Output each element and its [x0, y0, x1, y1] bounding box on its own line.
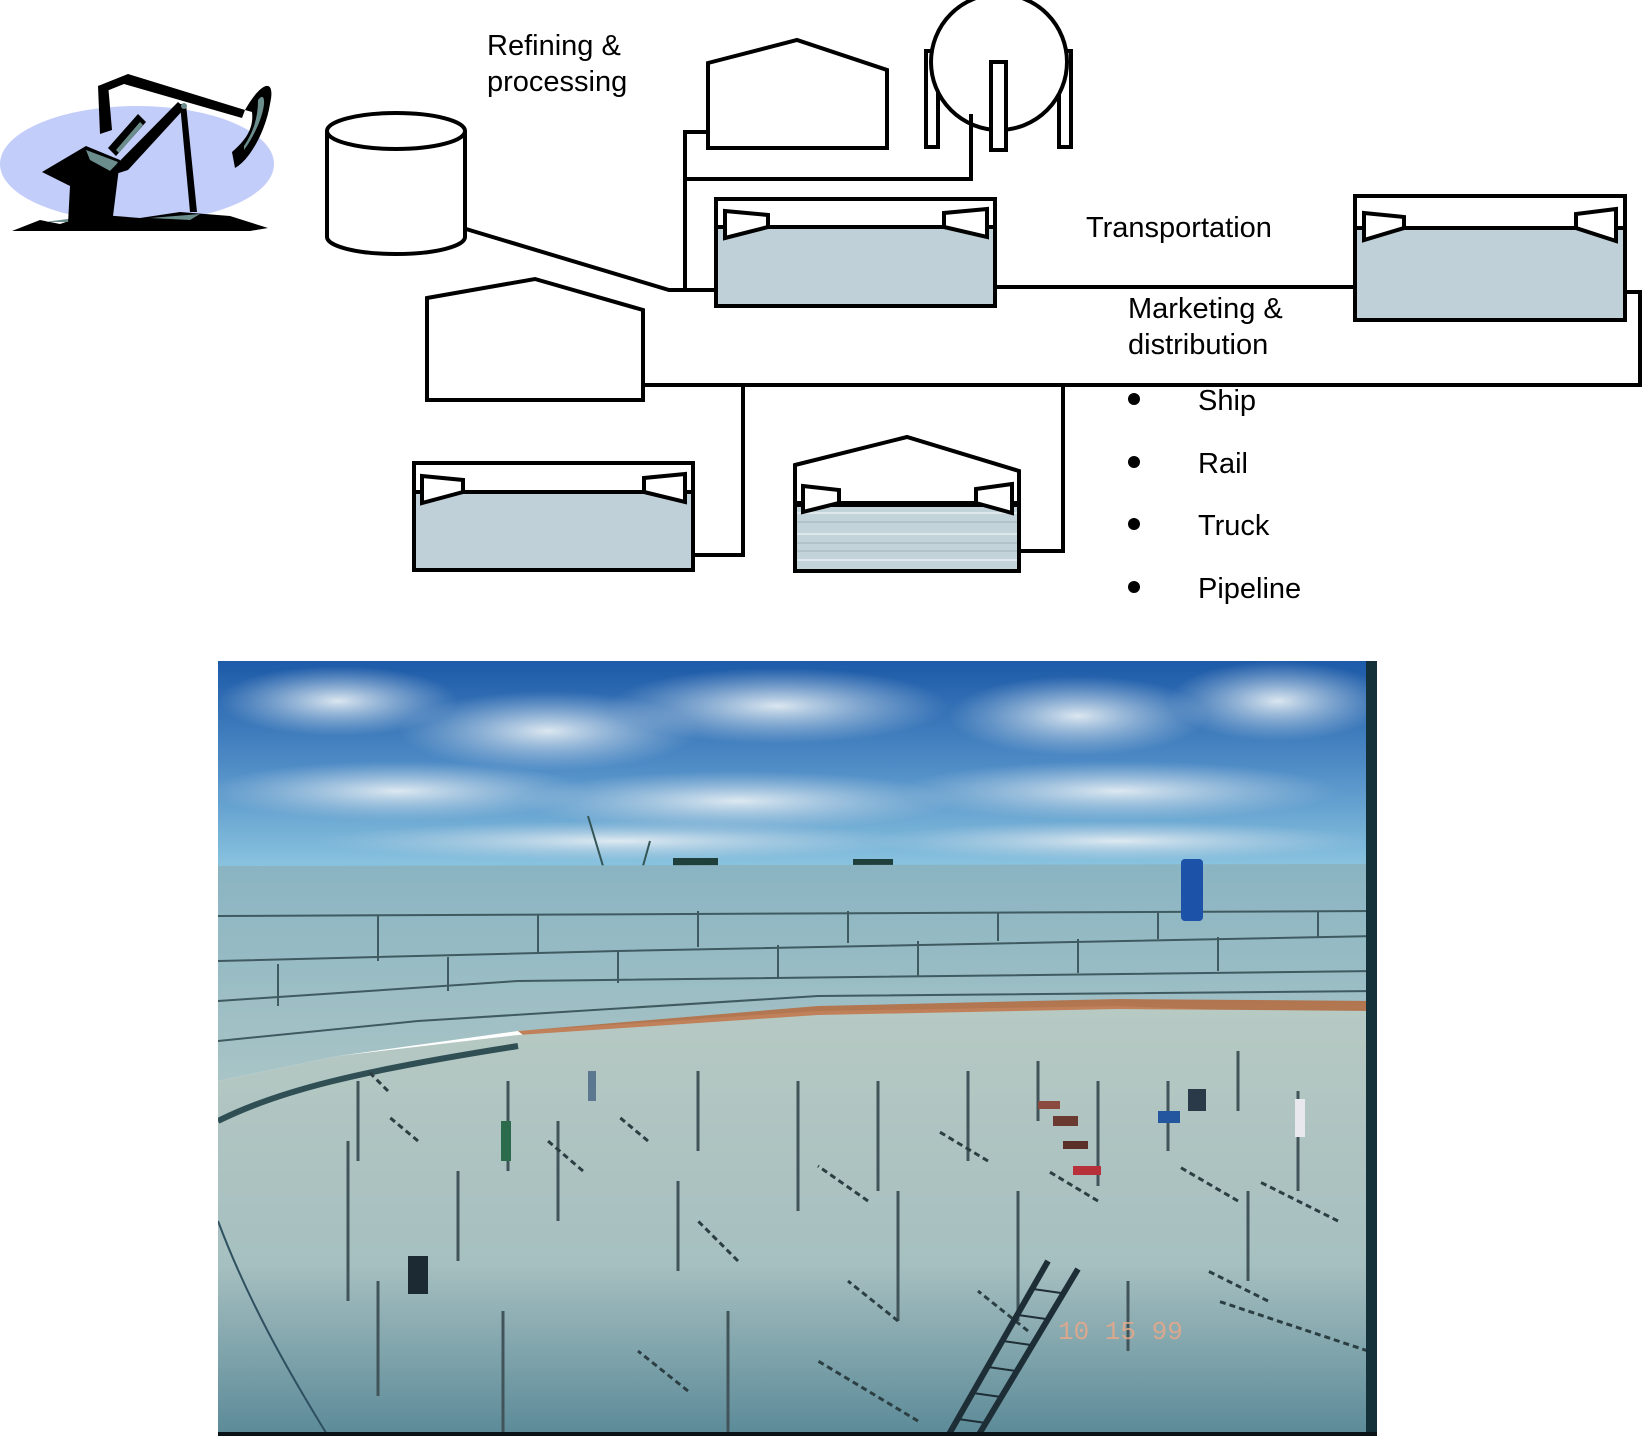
ladder	[945, 1259, 1081, 1436]
worker	[501, 1121, 511, 1161]
bullet-icon	[1128, 518, 1140, 530]
warehouse-building-icon	[706, 37, 889, 150]
cylinder-tank-icon	[325, 111, 467, 256]
wall-seams	[218, 910, 1377, 1042]
marketing-label-line1: Marketing &	[1128, 293, 1283, 325]
column-shadows	[366, 1069, 1369, 1423]
floating-roof-tank-icon	[714, 197, 997, 308]
oil-pump-jack-icon	[0, 74, 274, 231]
floating-roof-tank-icon	[1353, 194, 1627, 322]
bullet-icon	[1128, 455, 1140, 468]
bullet-icon	[1128, 393, 1140, 405]
covered-floating-roof-tank-icon	[793, 434, 1021, 573]
refining-label-line1: Refining &	[487, 30, 621, 62]
floating-roof-tank-icon	[412, 461, 695, 572]
spherical-tank-icon	[924, 0, 1073, 152]
transportation-label: Transportation	[1086, 212, 1272, 244]
equipment	[408, 1256, 428, 1294]
refining-label-line2: processing	[487, 66, 628, 98]
bullet-icon	[1128, 580, 1140, 593]
tank-construction-photo: 10 15 99	[218, 661, 1377, 1436]
clouds	[218, 661, 1377, 861]
roof-support-columns	[346, 1051, 1300, 1436]
warehouse-building-icon	[425, 276, 645, 402]
pipeline-connectors	[465, 114, 1642, 557]
photo-date-stamp: 10 15 99	[1058, 1317, 1183, 1347]
worker	[1295, 1099, 1305, 1137]
refining-processing-label: Refining & processing	[487, 28, 627, 100]
worker	[588, 1071, 596, 1101]
marketing-label-line2: distribution	[1128, 329, 1269, 361]
supply-chain-diagram	[0, 0, 1642, 573]
marketing-distribution-label: Marketing & distribution	[1128, 291, 1283, 363]
